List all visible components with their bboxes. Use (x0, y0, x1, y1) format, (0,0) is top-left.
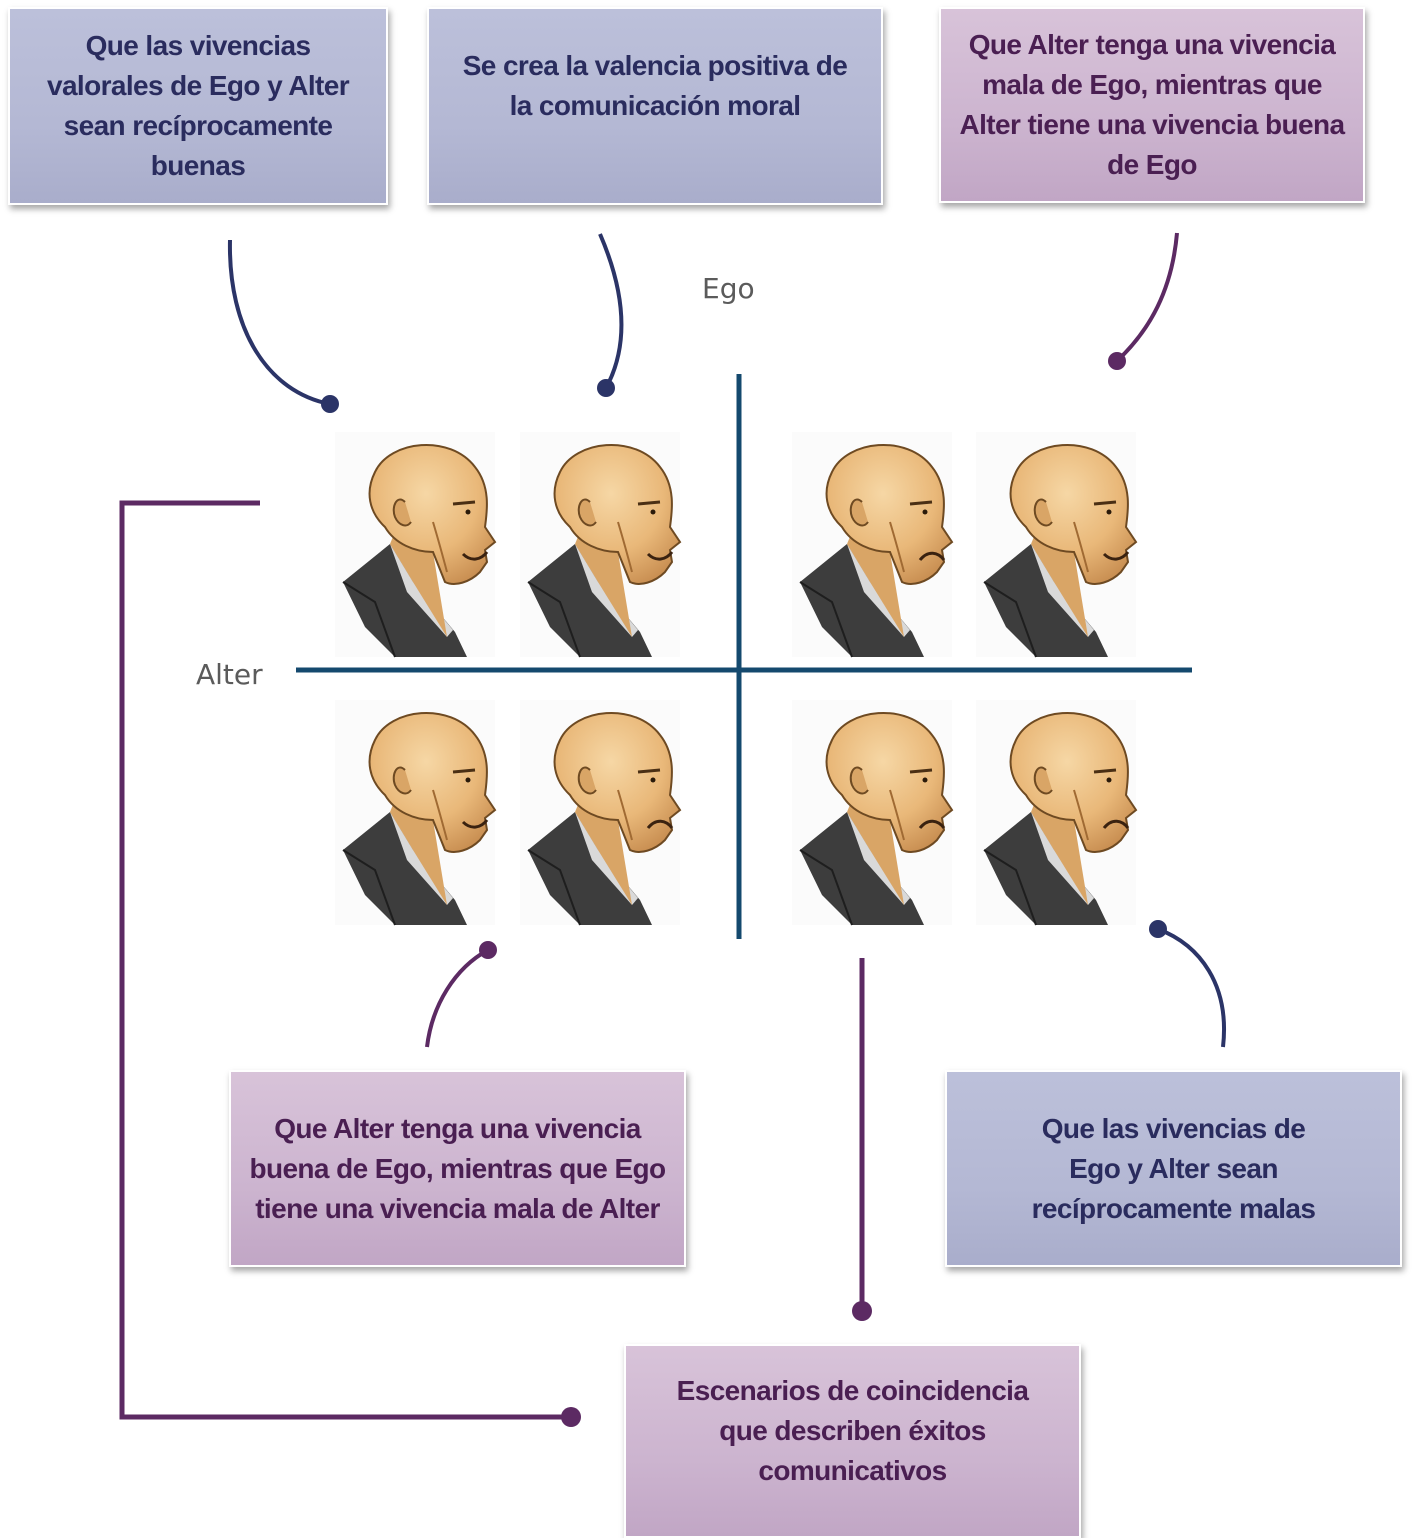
connector-top-right-dot (1108, 352, 1126, 370)
axis-label-ego: Ego (702, 272, 755, 305)
connector-bottom-right-dot (1149, 920, 1167, 938)
box-positive-valence-text: Se crea la valencia positiva de la comun… (462, 50, 848, 121)
frown-mouth (646, 819, 674, 830)
box-alter-good-ego-bad: Que Alter tenga una vivencia buena de Eg… (229, 1070, 686, 1267)
bracket-left (119, 500, 570, 1420)
box-reciprocal-bad-text: Que las vivencias de Ego y Alter sean re… (1031, 1112, 1316, 1224)
connector-bottom-left (425, 948, 489, 1048)
box-alter-bad-ego-good: Que Alter tenga una vivencia mala de Ego… (939, 7, 1365, 203)
box-coincidence-scenarios-text: Escenarios de coincidencia que describen… (676, 1375, 1029, 1486)
axis-label-alter: Alter (196, 658, 263, 691)
face-bottom-right-2 (974, 698, 1138, 927)
connector-top-right (1115, 232, 1179, 363)
connector-top-left-dot (321, 395, 339, 413)
box-reciprocal-good-text: Que las vivencias valorales de Ego y Alt… (46, 30, 350, 181)
connector-top-center-dot (597, 379, 615, 397)
smile-mouth (461, 551, 489, 561)
box-alter-bad-ego-good-text: Que Alter tenga una vivencia mala de Ego… (959, 29, 1345, 180)
bracket-left-dot (561, 1407, 581, 1427)
frown-mouth (918, 819, 946, 830)
connector-bottom-left-dot (479, 941, 497, 959)
box-positive-valence: Se crea la valencia positiva de la comun… (427, 7, 883, 205)
connector-center-vertical-dot (852, 1301, 872, 1321)
box-coincidence-scenarios: Escenarios de coincidencia que describen… (624, 1344, 1081, 1538)
frown-mouth (918, 551, 946, 562)
box-reciprocal-good: Que las vivencias valorales de Ego y Alt… (8, 7, 388, 205)
face-top-right-2 (974, 430, 1138, 659)
face-top-right-1 (790, 430, 954, 659)
connector-top-left (227, 239, 331, 406)
face-bottom-left-2 (518, 698, 682, 927)
smile-mouth (461, 819, 489, 829)
connector-top-center (598, 233, 624, 389)
smile-mouth (646, 551, 674, 561)
face-bottom-left-1 (333, 698, 497, 927)
frown-mouth (1102, 819, 1130, 830)
box-reciprocal-bad: Que las vivencias de Ego y Alter sean re… (945, 1070, 1402, 1267)
smile-mouth (1102, 551, 1130, 561)
face-top-left-2 (518, 430, 682, 659)
face-bottom-right-1 (790, 698, 954, 927)
box-alter-good-ego-bad-text: Que Alter tenga una vivencia buena de Eg… (249, 1112, 666, 1224)
connector-bottom-right (1157, 927, 1226, 1048)
face-top-left-1 (333, 430, 497, 659)
